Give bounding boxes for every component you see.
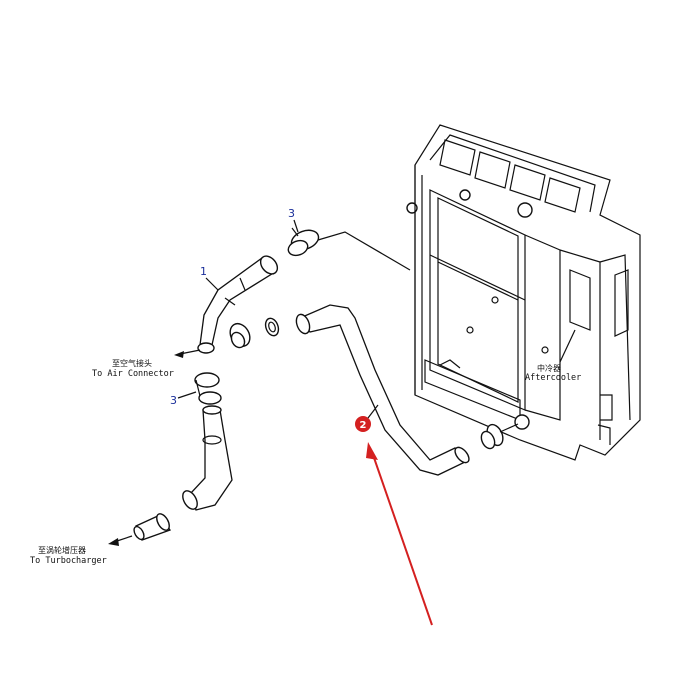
callout-part-3-left: 3 [170,394,177,407]
hose-clamp-center [264,317,280,337]
callout-leader-1 [205,277,219,291]
label-turbocharger-cn: 至涡轮增压器 [38,545,86,555]
callout-part-1: 1 [200,265,207,278]
hose-to-turbocharger [133,405,233,541]
label-turbocharger-en: To Turbocharger [30,556,107,566]
arrow-head-air-connector [174,351,184,358]
label-air-connector-en: To Air Connector [92,369,174,379]
callout-leader-3-left [177,391,197,399]
hose-clamp-outlet [480,423,519,450]
hose-clamp-part-1 [229,322,251,349]
hose-part-2 [295,304,470,476]
aftercooler-assembly [406,124,641,461]
label-air-connector-cn: 至空气接头 [112,358,152,368]
callout-part-3-top: 3 [288,207,295,220]
leader-line-top [317,231,411,271]
arrow-head-turbocharger [108,538,119,546]
callout-leader-2 [367,404,379,419]
hose-clamp-left [194,372,222,405]
callout-leader-3-top [293,219,299,233]
red-pointer-arrowhead [366,442,378,460]
aftercooler-leader [559,329,576,363]
label-aftercooler-cn: 中冷器 [537,363,561,373]
hose-part-1 [197,255,279,354]
highlight-marker-number: 2 [360,420,367,431]
highlight-marker-part-2 [355,416,371,432]
label-aftercooler-en: Aftercooler [525,373,581,383]
hose-clamp-top [287,227,320,257]
red-pointer-arrow [371,451,433,626]
